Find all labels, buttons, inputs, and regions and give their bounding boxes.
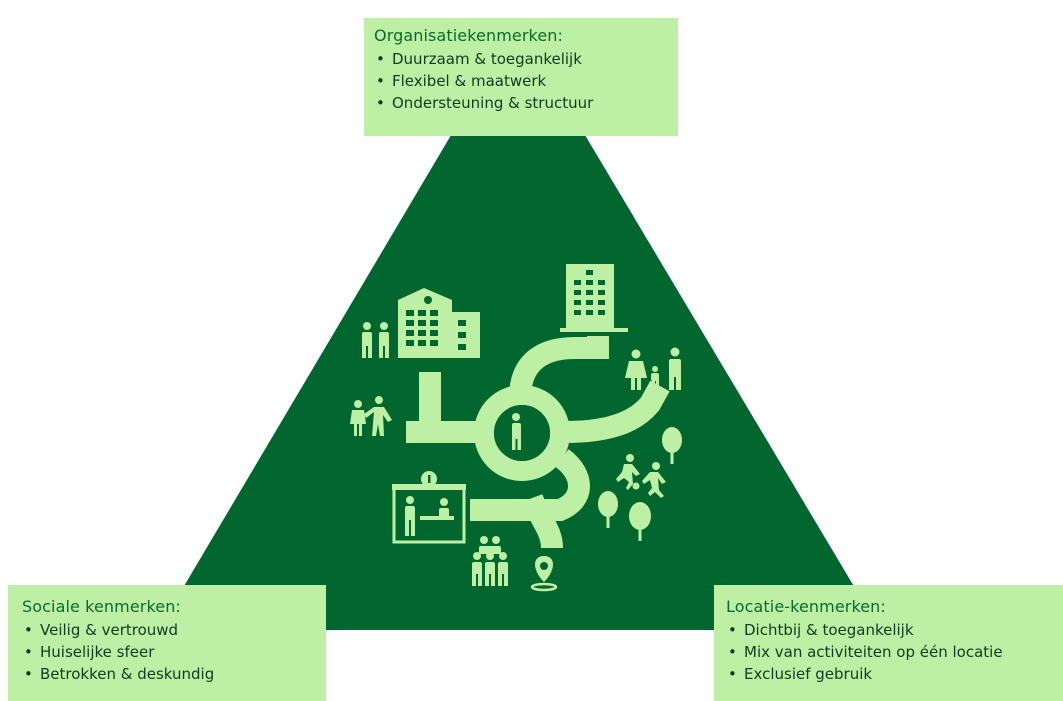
family-icon: [625, 347, 681, 390]
info-desk-icon: [392, 471, 466, 544]
organisation-title: Organisatiekenmerken:: [374, 26, 563, 45]
organisation-list: Duurzaam & toegankelijk Flexibel & maatw…: [374, 48, 668, 114]
social-title: Sociale kenmerken:: [22, 597, 181, 616]
list-item: Veilig & vertrouwd: [24, 619, 312, 641]
apartment-icon: [560, 264, 628, 332]
person-icon: [512, 413, 521, 450]
list-item: Flexibel & maatwerk: [376, 70, 668, 92]
list-item: Exclusief gebruik: [728, 663, 1051, 685]
list-item: Huiselijke sfeer: [24, 641, 312, 663]
list-item: Duurzaam & toegankelijk: [376, 48, 668, 70]
location-list: Dichtbij & toegankelijk Mix van activite…: [726, 619, 1051, 685]
social-list: Veilig & vertrouwd Huiselijke sfeer Betr…: [22, 619, 312, 685]
location-title: Locatie-kenmerken:: [726, 597, 886, 616]
tree-icon: [598, 427, 682, 541]
building-icon: [398, 288, 480, 358]
list-item: Ondersteuning & structuur: [376, 92, 668, 114]
location-pin-icon: [530, 556, 558, 592]
social-panel: Sociale kenmerken: Veilig & vertrouwd Hu…: [8, 585, 326, 701]
list-item: Dichtbij & toegankelijk: [728, 619, 1051, 641]
group-icon: [472, 536, 508, 586]
list-item: Mix van activiteiten op één locatie: [728, 641, 1051, 663]
football-players-icon: [616, 454, 666, 498]
greeting-people-icon: [350, 396, 392, 436]
roundabout: [474, 385, 570, 481]
road-network-icon: [406, 336, 670, 549]
location-panel: Locatie-kenmerken: Dichtbij & toegankeli…: [714, 585, 1063, 701]
people-pair-icon: [362, 322, 389, 358]
organisation-panel: Organisatiekenmerken: Duurzaam & toegank…: [364, 18, 678, 136]
list-item: Betrokken & deskundig: [24, 663, 312, 685]
